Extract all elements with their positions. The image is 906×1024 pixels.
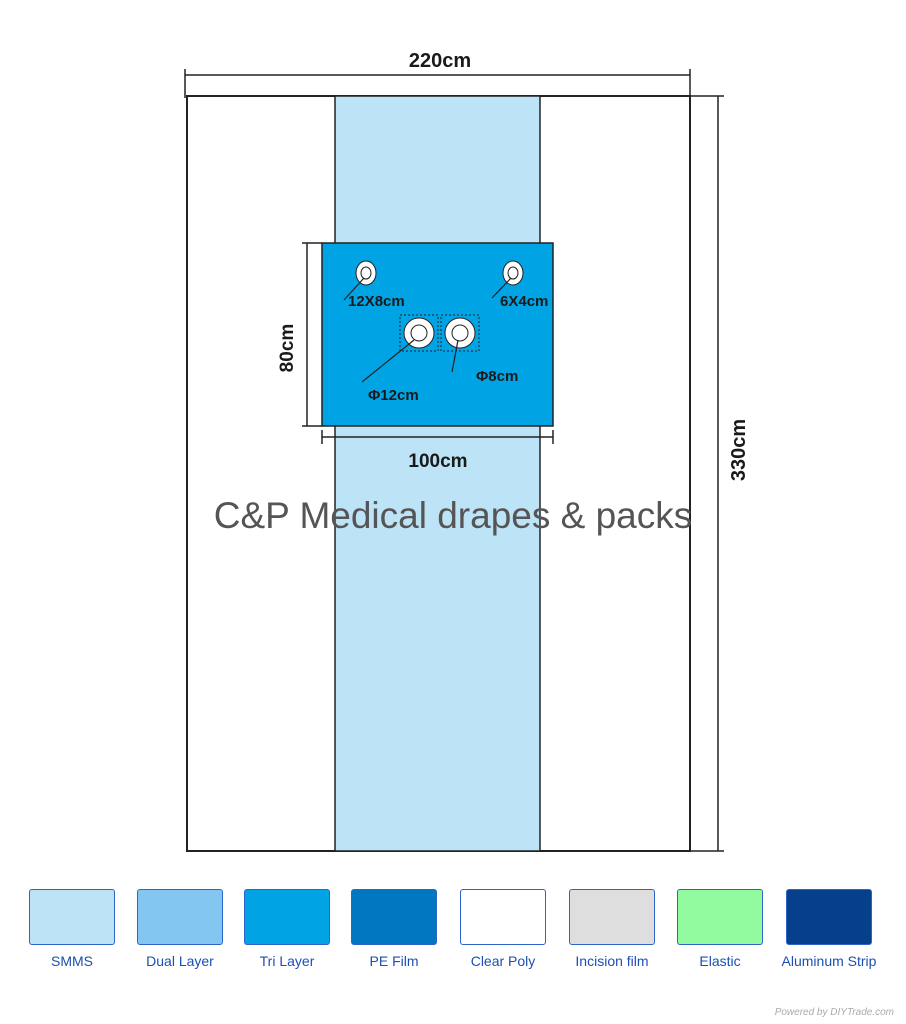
width-dimension: 220cm: [184, 50, 691, 98]
legend-item-pe-film: PE Film: [339, 889, 449, 969]
legend-item-elastic: Elastic: [665, 889, 775, 969]
legend-item-dual-layer: Dual Layer: [125, 889, 235, 969]
fenestration-label-12x8: 12X8cm: [348, 293, 405, 310]
legend-label-smms: SMMS: [51, 953, 93, 969]
legend-label-elastic: Elastic: [699, 953, 741, 969]
legend-item-clear-poly: Clear Poly: [448, 889, 558, 969]
legend-label-aluminum-strip: Aluminum Strip: [781, 953, 877, 969]
footer-credit: Powered by DIYTrade.com: [774, 1007, 894, 1018]
legend-item-tri-layer: Tri Layer: [232, 889, 342, 969]
legend-swatch-elastic: [677, 889, 763, 945]
legend-label-tri-layer: Tri Layer: [259, 953, 315, 969]
legend-swatch-dual-layer: [137, 889, 223, 945]
legend-label-pe-film: PE Film: [369, 953, 419, 969]
fenestration-6x4: 6X4cm: [491, 260, 548, 310]
watermark-text: C&P Medical drapes & packs: [213, 495, 693, 536]
fenestration-label-phi12: Φ12cm: [368, 387, 419, 404]
legend-item-aluminum-strip: Aluminum Strip: [774, 889, 884, 969]
drape-diagram: 220cm 330cm 80cm 100cm 12X8cm 6X4cm: [184, 50, 750, 852]
height-dimension: 330cm: [690, 95, 750, 852]
panel-height-dimension: 80cm: [277, 242, 322, 427]
fenestration-phi12: Φ12cm: [361, 314, 439, 404]
material-legend: SMMS Dual Layer Tri Layer PE Film Clear …: [0, 889, 906, 979]
legend-swatch-tri-layer: [244, 889, 330, 945]
legend-swatch-aluminum-strip: [786, 889, 872, 945]
legend-swatch-incision-film: [569, 889, 655, 945]
panel-width-label: 100cm: [408, 451, 467, 472]
width-label: 220cm: [409, 50, 471, 72]
legend-item-smms: SMMS: [17, 889, 127, 969]
legend-swatch-smms: [29, 889, 115, 945]
fenestration-phi8: Φ8cm: [440, 314, 518, 385]
center-strip: [334, 95, 541, 852]
fenestration-12x8: 12X8cm: [343, 260, 405, 310]
legend-swatch-clear-poly: [460, 889, 546, 945]
panel-height-label: 80cm: [277, 324, 298, 373]
panel-width-dimension: 100cm: [321, 430, 554, 472]
fenestration-label-phi8: Φ8cm: [476, 368, 518, 385]
fenestration-label-6x4: 6X4cm: [500, 293, 548, 310]
height-label: 330cm: [728, 419, 750, 481]
legend-label-dual-layer: Dual Layer: [146, 953, 214, 969]
legend-swatch-pe-film: [351, 889, 437, 945]
legend-label-clear-poly: Clear Poly: [470, 953, 536, 969]
legend-label-incision-film: Incision film: [575, 953, 649, 969]
legend-item-incision-film: Incision film: [557, 889, 667, 969]
